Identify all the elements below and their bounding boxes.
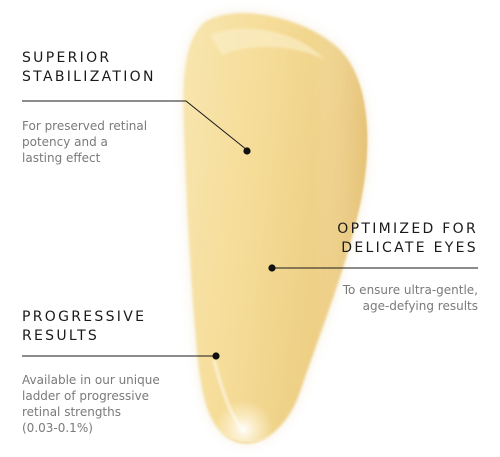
feature-description-optimized-for-delicate-eyes: To ensure ultra-gentle, age-defying resu…	[343, 282, 478, 314]
feature-description-line: potency and a	[22, 135, 108, 149]
feature-title-optimized-for-delicate-eyes: OPTIMIZED FOR DELICATE EYES	[337, 220, 478, 258]
feature-description-line: lasting effect	[22, 151, 101, 165]
feature-title-line: OPTIMIZED FOR	[337, 221, 478, 237]
feature-description-line: retinal strengths	[22, 405, 121, 419]
feature-title-superior-stabilization: SUPERIOR STABILIZATION	[22, 49, 156, 87]
feature-description-line: To ensure ultra-gentle,	[342, 283, 478, 297]
feature-description-line: For preserved retinal	[22, 119, 148, 133]
feature-description-line: (0.03-0.1%)	[22, 421, 93, 435]
feature-title-line: SUPERIOR	[22, 50, 112, 66]
feature-title-progressive-results: PROGRESSIVE RESULTS	[22, 308, 146, 346]
feature-title-line: DELICATE EYES	[341, 240, 478, 256]
feature-title-line: RESULTS	[22, 328, 100, 344]
feature-description-line: ladder of progressive	[22, 389, 150, 403]
feature-description-superior-stabilization: For preserved retinal potency and a last…	[22, 118, 147, 166]
feature-title-line: STABILIZATION	[22, 69, 156, 85]
feature-description-progressive-results: Available in our unique ladder of progre…	[22, 372, 160, 436]
feature-description-line: Available in our unique	[22, 373, 160, 387]
feature-description-line: age-defying results	[362, 299, 478, 313]
feature-title-line: PROGRESSIVE	[22, 309, 147, 325]
